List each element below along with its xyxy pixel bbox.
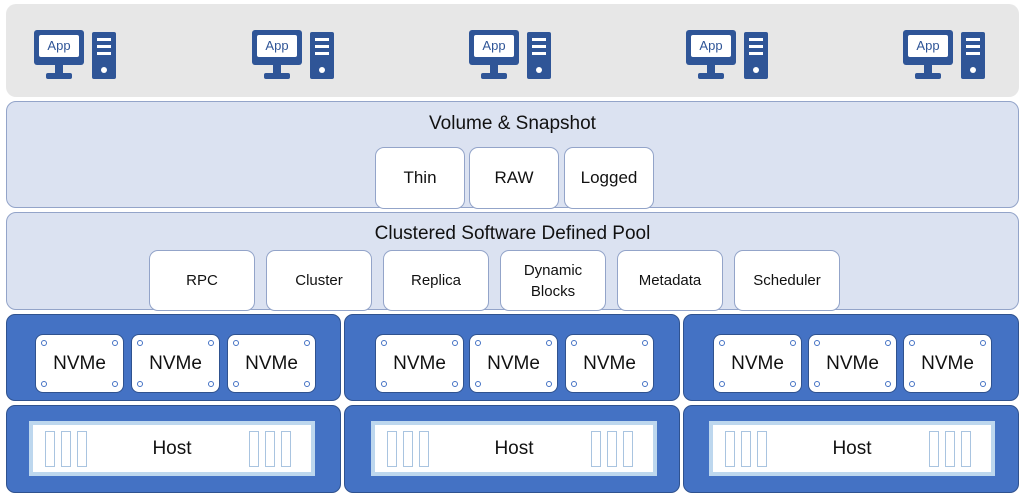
nvme-drive: NVMe bbox=[565, 334, 654, 393]
nvme-drive: NVMe bbox=[903, 334, 992, 393]
host-label: Host bbox=[152, 437, 192, 459]
pool-chip-metadata: Metadata bbox=[617, 250, 723, 311]
host-node: Host bbox=[6, 405, 341, 493]
nvme-drive: NVMe bbox=[808, 334, 897, 393]
nvme-node: NVMe NVMe NVMe bbox=[344, 314, 680, 401]
app-label: App bbox=[691, 35, 731, 57]
nvme-drive: NVMe bbox=[227, 334, 316, 393]
app-computer-icon: App bbox=[469, 30, 553, 84]
application-row: App App App App App bbox=[6, 4, 1019, 97]
nvme-drive: NVMe bbox=[375, 334, 464, 393]
host-label: Host bbox=[832, 437, 872, 459]
pool-chip-dynamic-blocks: Dynamic Blocks bbox=[500, 250, 606, 311]
nvme-drive: NVMe bbox=[713, 334, 802, 393]
app-computer-icon: App bbox=[34, 30, 118, 84]
nvme-label: NVMe bbox=[149, 352, 202, 374]
pool-chip-rpc: RPC bbox=[149, 250, 255, 311]
app-label: App bbox=[257, 35, 297, 57]
nvme-label: NVMe bbox=[245, 352, 298, 374]
pool-chip-scheduler: Scheduler bbox=[734, 250, 840, 311]
host-server: Host bbox=[29, 421, 315, 476]
nvme-node: NVMe NVMe NVMe bbox=[6, 314, 341, 401]
layer-title: Volume & Snapshot bbox=[429, 113, 596, 134]
nvme-drive: NVMe bbox=[131, 334, 220, 393]
layer-title: Clustered Software Defined Pool bbox=[374, 223, 651, 244]
nvme-label: NVMe bbox=[487, 352, 540, 374]
volume-chip-raw: RAW bbox=[469, 147, 559, 209]
software-defined-pool-layer: Clustered Software Defined Pool RPC Clus… bbox=[6, 212, 1019, 311]
volume-chip-thin: Thin bbox=[375, 147, 465, 209]
host-label: Host bbox=[494, 437, 534, 459]
app-label: App bbox=[39, 35, 79, 57]
volume-snapshot-layer: Volume & Snapshot Thin RAW Logged bbox=[6, 101, 1019, 209]
volume-chip-logged: Logged bbox=[564, 147, 654, 209]
app-label: App bbox=[908, 35, 948, 57]
host-server: Host bbox=[709, 421, 995, 476]
app-label: App bbox=[474, 35, 514, 57]
host-node: Host bbox=[683, 405, 1019, 493]
app-computer-icon: App bbox=[686, 30, 770, 84]
pool-chip-cluster: Cluster bbox=[266, 250, 372, 311]
nvme-label: NVMe bbox=[826, 352, 879, 374]
nvme-label: NVMe bbox=[583, 352, 636, 374]
nvme-label: NVMe bbox=[53, 352, 106, 374]
nvme-label: NVMe bbox=[731, 352, 784, 374]
app-computer-icon: App bbox=[903, 30, 987, 84]
nvme-label: NVMe bbox=[393, 352, 446, 374]
pool-chip-replica: Replica bbox=[383, 250, 489, 311]
nvme-drive: NVMe bbox=[35, 334, 124, 393]
nvme-drive: NVMe bbox=[469, 334, 558, 393]
nvme-node: NVMe NVMe NVMe bbox=[683, 314, 1019, 401]
nvme-label: NVMe bbox=[921, 352, 974, 374]
host-node: Host bbox=[344, 405, 680, 493]
app-computer-icon: App bbox=[252, 30, 336, 84]
host-server: Host bbox=[371, 421, 657, 476]
